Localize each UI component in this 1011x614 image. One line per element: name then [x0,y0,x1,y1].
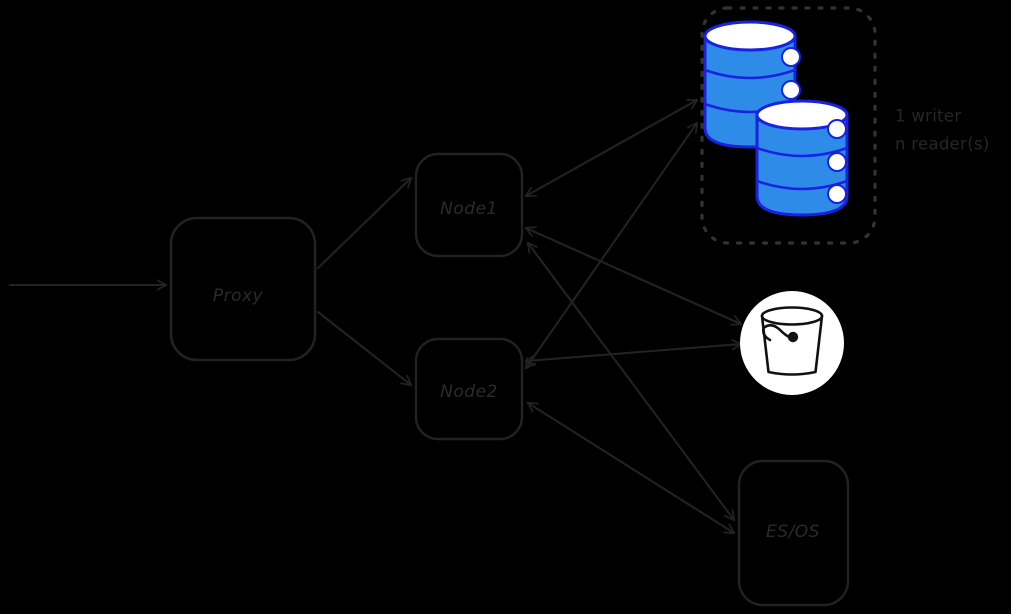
database-instance-writer[interactable] [703,20,801,149]
edge-node2-esos [528,403,734,533]
writer-status-dot [781,47,801,67]
reader-cylinder-bands [757,146,847,191]
node1-box[interactable] [414,152,524,258]
proxy-label: Proxy [213,286,264,306]
database-cluster-group[interactable] [700,6,877,245]
edge-proxy-to-node2 [316,310,411,385]
reader-status-dot [827,184,847,204]
database-cluster-dashed-border[interactable] [700,6,877,245]
node2-box[interactable] [414,337,524,441]
edge-node1-object-storage [526,228,741,324]
proxy-box[interactable] [169,216,317,362]
reader-cylinder-body [755,113,849,217]
node-node1[interactable]: Node1 [414,152,524,258]
database-annotation-line1: 1 writer [895,107,961,126]
bucket-icon [760,306,824,376]
database-annotation: 1 writer n reader(s) [895,107,990,154]
reader-cylinder-top [755,99,849,131]
edge-node1-database [526,100,697,196]
writer-status-dot [781,80,801,100]
node-node2[interactable]: Node2 [414,337,524,441]
edge-node1-esos [528,243,734,520]
edge-node2-database [526,123,697,368]
reader-status-dot [827,119,847,139]
database-instance-reader[interactable] [755,99,849,217]
edge-proxy-to-node1 [316,178,411,270]
esos-label: ES/OS [766,522,820,542]
database-annotation-line2: n reader(s) [895,135,990,154]
node-object-storage[interactable] [740,291,844,395]
object-storage-circle[interactable] [740,291,844,395]
reader-status-dot [827,152,847,172]
node-proxy[interactable]: Proxy [169,216,317,362]
esos-box[interactable] [737,459,850,607]
bucket-handle-knob [787,331,799,343]
node-esos[interactable]: ES/OS [737,459,850,607]
writer-cylinder-top [703,20,797,52]
node1-label: Node1 [440,199,498,219]
edge-node2-object-storage [526,344,741,361]
node2-label: Node2 [440,382,498,402]
